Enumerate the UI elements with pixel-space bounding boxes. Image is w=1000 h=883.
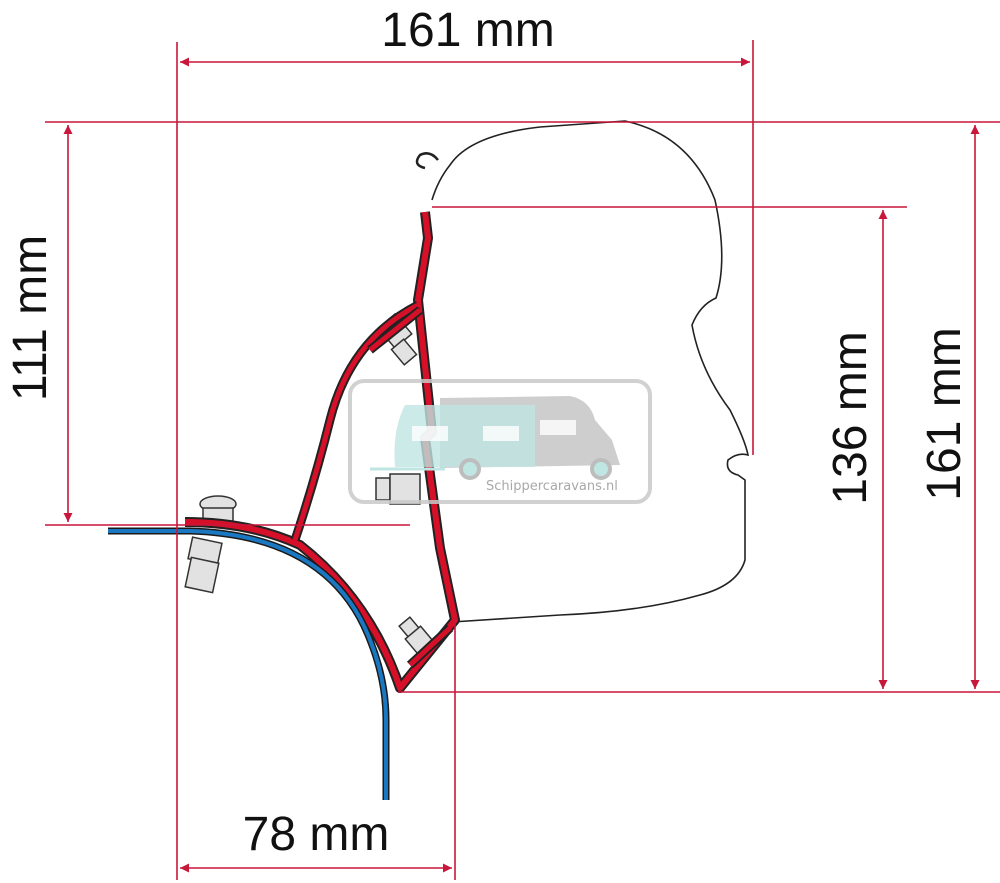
dimension-lines (45, 40, 1000, 880)
vehicle-roof-profile (108, 527, 390, 800)
caravan-window (483, 426, 519, 441)
awning-cassette-outline (431, 120, 750, 623)
caravan-window (412, 426, 448, 441)
left-height-label: 111 mm (4, 235, 57, 401)
outer-height-label: 161 mm (918, 327, 971, 500)
bottom-width-label: 78 mm (243, 808, 390, 861)
bolt-icon (184, 312, 436, 657)
awning-hook (415, 152, 439, 170)
top-width-label: 161 mm (381, 4, 554, 57)
watermark-text: Schippercaravans.nl (486, 479, 618, 494)
wheel-icon (590, 458, 612, 480)
wheel-icon (459, 458, 481, 480)
caravan-silhouette-icon (394, 405, 535, 467)
inner-height-label: 136 mm (824, 331, 877, 504)
camper-window (540, 420, 576, 435)
watermark: Schippercaravans.nl (348, 379, 652, 504)
